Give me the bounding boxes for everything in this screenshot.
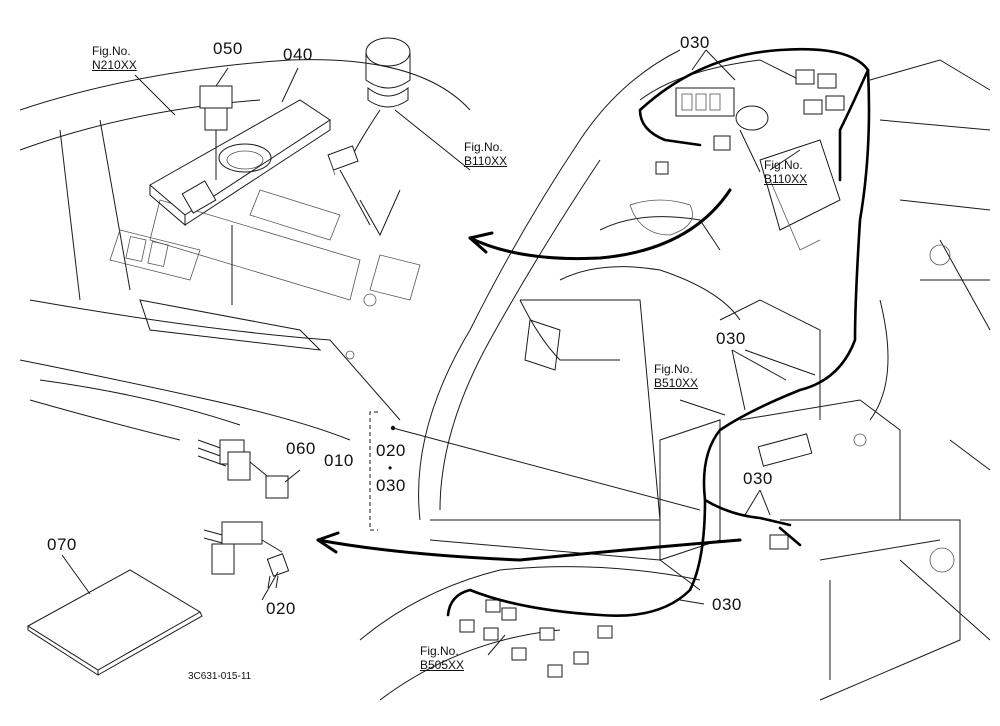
part-label-030-low: 030 bbox=[743, 469, 773, 488]
part-label-040: 040 bbox=[283, 45, 313, 64]
wire-harness bbox=[446, 47, 871, 617]
part-label-010: 010 bbox=[324, 451, 354, 470]
document-code: 3C631-015-11 bbox=[188, 671, 252, 682]
fig-ref-b510xx: Fig.No. B510XX bbox=[654, 362, 699, 390]
group-dot: • bbox=[388, 461, 393, 475]
part-label-030-top: 030 bbox=[680, 33, 710, 52]
fig-ref-n210xx: Fig.No. N210XX bbox=[92, 44, 137, 72]
part-label-070: 070 bbox=[47, 535, 77, 554]
part-label-020: 020 bbox=[266, 599, 296, 618]
part-label-050: 050 bbox=[213, 39, 243, 58]
fig-ref-b505xx: Fig.No. B505XX bbox=[420, 644, 465, 672]
console-inset-drawing bbox=[19, 37, 471, 441]
assembly-bracket bbox=[369, 411, 396, 531]
part-label-030-group: 030 bbox=[376, 476, 406, 495]
fig-ref-b110xx-left: Fig.No. B110XX bbox=[464, 140, 508, 168]
manual-sheet bbox=[27, 554, 203, 676]
pointing-arrows bbox=[316, 188, 742, 562]
part-label-060: 060 bbox=[286, 439, 316, 458]
part-label-030-bottom: 030 bbox=[712, 595, 742, 614]
part-label-020-group: 020 bbox=[376, 441, 406, 460]
part-label-030-mid: 030 bbox=[716, 329, 746, 348]
leader-lines bbox=[392, 49, 816, 656]
fig-ref-b110xx-right: Fig.No. B110XX bbox=[764, 158, 808, 186]
relay-fuse-inset bbox=[197, 439, 301, 601]
